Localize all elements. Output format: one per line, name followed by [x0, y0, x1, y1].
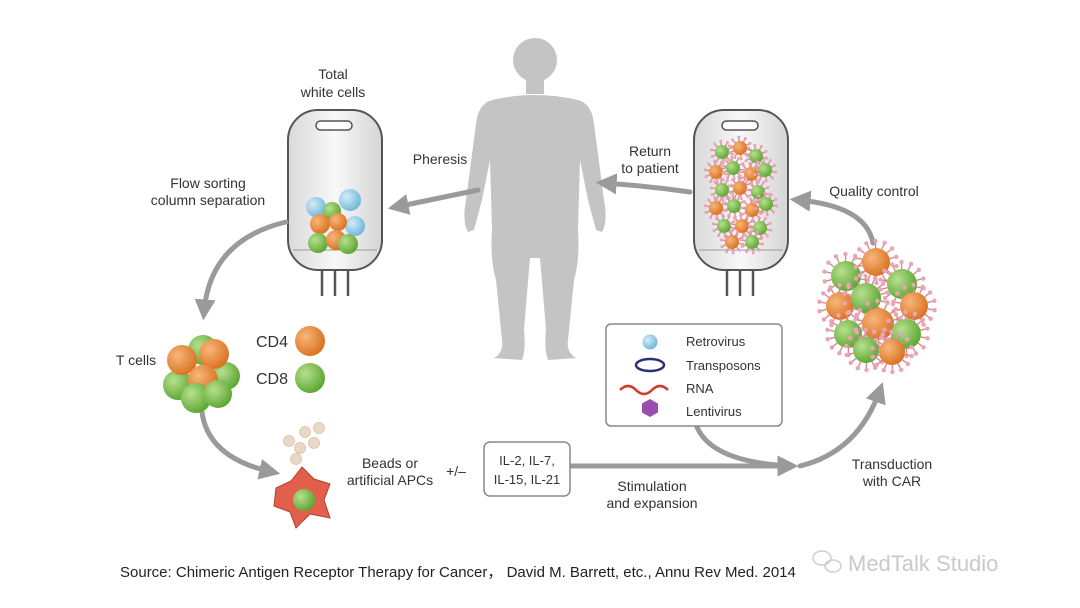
car-t-cell [720, 155, 746, 181]
t-cells-cluster [163, 335, 240, 413]
car-t-cell [842, 273, 890, 323]
car-t-cell [739, 229, 765, 255]
interleukin-line-1: IL-2, IL-7, [499, 453, 555, 468]
pheresis-arrow [387, 187, 481, 215]
car-t-cell [870, 329, 914, 375]
interleukin-box: IL-2, IL-7, IL-15, IL-21 [483, 441, 571, 497]
cd8-label: CD8 [256, 371, 288, 388]
beads-line-1: Beads or [362, 455, 418, 471]
cd4-label: CD4 [256, 334, 288, 351]
transduction-arrow [797, 382, 886, 469]
legend-merge-arrow [694, 424, 793, 469]
stimulation-line-1: Stimulation [617, 478, 686, 494]
left-blood-bag [287, 109, 383, 296]
legend-lentivirus: Lentivirus [686, 404, 742, 419]
human-silhouette [464, 38, 606, 360]
car-t-cell [853, 238, 899, 286]
pheresis-label: Pheresis [413, 151, 467, 167]
rna-icon [619, 384, 669, 396]
artificial-apc-icon [273, 466, 331, 529]
car-t-cells-in-bag [703, 135, 779, 255]
flow-sorting-line-2: column separation [151, 192, 265, 208]
transduction-line-2: with CAR [862, 473, 921, 489]
tcells-to-beads-arrow [199, 409, 281, 480]
white-cells-cluster [306, 189, 365, 254]
quality-control-arrow [789, 190, 876, 246]
flow-sorting-arrow [194, 219, 289, 321]
flow-sorting-line-1: Flow sorting [170, 175, 245, 191]
watermark: MedTalk Studio [812, 550, 998, 576]
total-white-cells-line-2: white cells [300, 84, 366, 100]
beads-icon [283, 422, 325, 465]
return-arrow [595, 173, 693, 195]
transduction-line-1: Transduction [852, 456, 932, 472]
legend-retrovirus: Retrovirus [686, 334, 746, 349]
legend-transposons: Transposons [686, 358, 761, 373]
plus-minus-label: +/– [446, 463, 466, 479]
cd8-swatch [295, 363, 325, 393]
return-line-1: Return [629, 143, 671, 159]
source-citation: Source: Chimeric Antigen Receptor Therap… [120, 564, 796, 581]
car-t-cell [703, 159, 729, 185]
lentivirus-icon [642, 399, 658, 417]
vector-legend: Retrovirus Transposons RNA Lentivirus [605, 323, 783, 427]
interleukin-line-2: IL-15, IL-21 [494, 472, 561, 487]
wechat-icon [812, 550, 842, 573]
car-t-cell [709, 139, 735, 165]
retrovirus-icon [642, 334, 658, 350]
cd4-swatch [295, 326, 325, 356]
t-cells-label: T cells [116, 352, 156, 368]
car-t-cell [752, 157, 778, 183]
car-t-cell [719, 229, 745, 255]
process-arrows [194, 173, 886, 480]
transposon-icon [634, 357, 666, 373]
car-t-cell [753, 191, 779, 217]
quality-control-label: Quality control [829, 183, 918, 199]
watermark-text: MedTalk Studio [848, 551, 998, 576]
return-line-2: to patient [621, 160, 679, 176]
car-t-cell-cluster [817, 238, 937, 375]
beads-line-2: artificial APCs [347, 472, 433, 488]
right-blood-bag [693, 109, 789, 296]
stimulation-line-2: and expansion [606, 495, 697, 511]
total-white-cells-line-1: Total [318, 66, 348, 82]
legend-rna: RNA [686, 381, 714, 396]
